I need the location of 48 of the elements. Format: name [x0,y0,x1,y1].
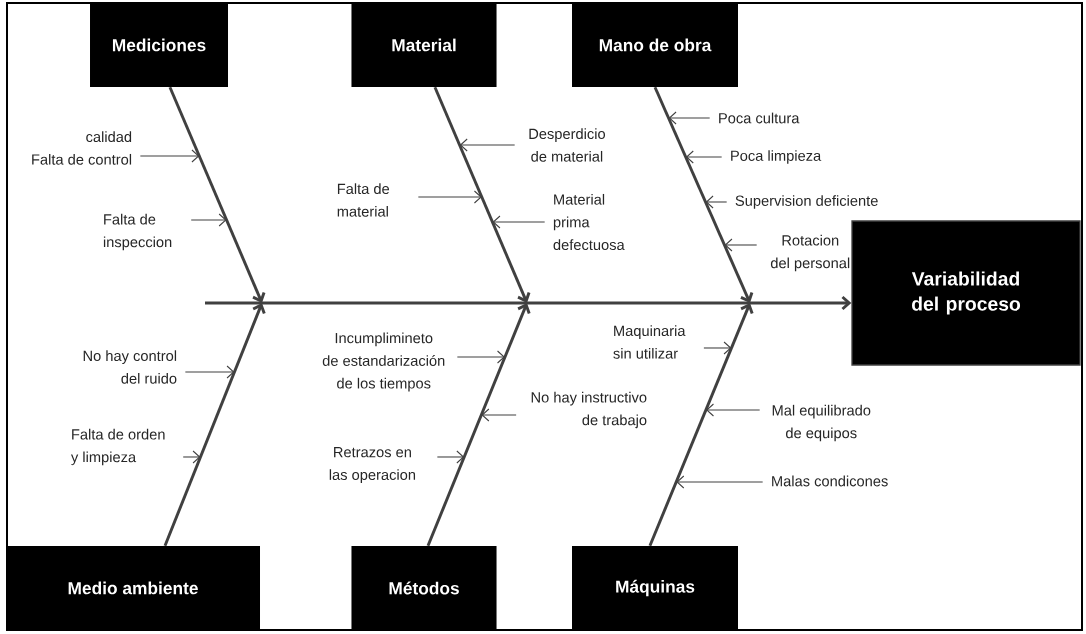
cause-text: Malas condicones [772,475,888,487]
bone-arrow [426,303,531,547]
cause-text: No hay control del ruido [83,350,177,384]
cause-text: No hay instructivo de trabajo [531,391,647,429]
bone-arrow [433,86,531,303]
spine-arrow [205,295,852,311]
arrow [685,150,723,164]
arrow [459,138,516,152]
bone-arrow [168,86,266,303]
arrow [184,365,235,379]
cause-text: Falta de material [337,183,390,217]
cause-text: Retrazos en las operacion [329,447,416,483]
arrow [182,450,201,464]
arrow [492,215,546,229]
category-box: Mano de obra [572,3,738,87]
category-box: Mediciones [90,3,228,87]
arrow [190,213,227,227]
category-box: Medio ambiente [6,546,260,630]
cause-text: Poca limpieza [731,150,822,164]
cause-text: Desperdicio de material [529,128,605,162]
arrow [703,341,732,355]
arrow [676,475,764,489]
category-box: Máquinas [572,546,738,630]
bone-arrow [653,86,754,303]
arrow [481,408,517,422]
cause-text: Poca cultura [719,112,800,124]
arrow [417,190,482,204]
cause-text: Falta de inspeccion [103,213,172,251]
cause-text: Mal equilibrado de equipos [772,404,871,442]
category-box: Métodos [351,546,497,630]
bone-arrow [163,303,266,547]
arrow [139,149,200,163]
arrow [724,238,758,252]
cause-text: calidad Falta de control [32,131,132,165]
bone-arrow [648,303,754,547]
arrow [706,403,761,417]
arrow [668,111,711,125]
cause-text: Maquinaria sin utilizar [613,325,686,359]
category-box: Material [351,3,497,87]
cause-text: Falta de orden y limpieza [71,428,165,466]
cause-text: Incumplimineto de estandarización de los tiempos [322,332,445,392]
effect-box: Variabilidad del proceso [851,220,1081,366]
arrow [436,450,465,464]
cause-text: Rotacion del personal [770,234,850,272]
arrow [705,195,728,209]
arrow [456,350,505,364]
cause-text: Supervision deficiente [735,195,878,209]
cause-text: Material prima defectuosa [553,193,625,251]
